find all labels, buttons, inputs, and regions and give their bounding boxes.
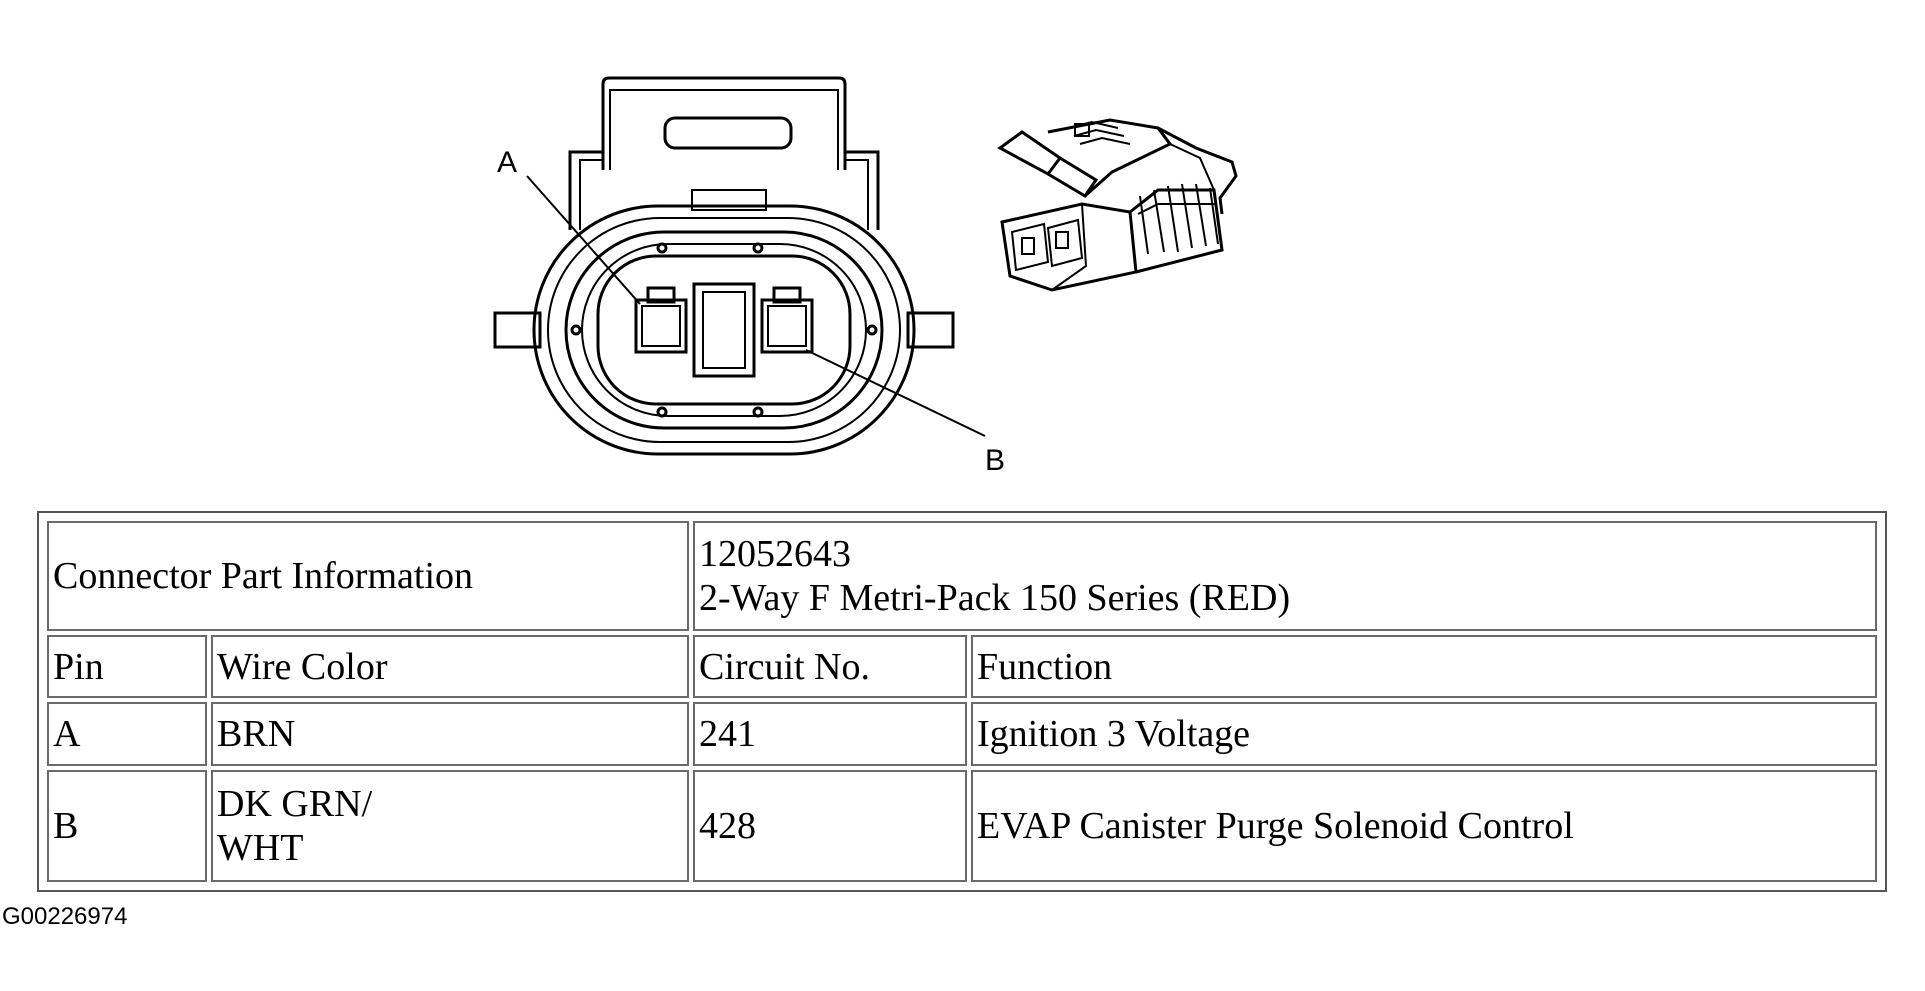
part-info-row: Connector Part Information 12052643 2-Wa…: [47, 521, 1877, 631]
connector-table-frame: Connector Part Information 12052643 2-Wa…: [37, 511, 1887, 892]
part-info-label: Connector Part Information: [47, 521, 690, 631]
wire-color-cell: BRN: [211, 702, 690, 766]
figure-id: G00226974: [2, 903, 128, 930]
connector-diagram: A B: [493, 76, 1238, 477]
header-function: Function: [971, 634, 1877, 699]
pin-callouts: A B: [497, 146, 1005, 477]
pin-cell: A: [47, 702, 207, 766]
header-circuit: Circuit No.: [693, 634, 968, 699]
part-number: 12052643: [699, 532, 852, 575]
part-description: 2-Way F Metri-Pack 150 Series (RED): [699, 576, 1291, 619]
connector-face-view: [493, 76, 986, 456]
function-cell: Ignition 3 Voltage: [971, 702, 1877, 766]
connector-part-table: Connector Part Information 12052643 2-Wa…: [43, 517, 1881, 886]
part-info-value: 12052643 2-Way F Metri-Pack 150 Series (…: [693, 521, 1877, 631]
function-cell: EVAP Canister Purge Solenoid Control: [971, 769, 1877, 882]
header-wire-color: Wire Color: [211, 634, 690, 699]
pin-b-callout: B: [985, 444, 1005, 477]
table-row: B DK GRN/ WHT 428 EVAP Canister Purge So…: [47, 769, 1877, 882]
circuit-cell: 241: [693, 702, 968, 766]
connector-isometric-view: [997, 118, 1238, 292]
circuit-cell: 428: [693, 769, 968, 882]
table-row: A BRN 241 Ignition 3 Voltage: [47, 702, 1877, 766]
pin-a-callout: A: [497, 146, 517, 179]
header-row: Pin Wire Color Circuit No. Function: [47, 634, 1877, 699]
header-pin: Pin: [47, 634, 207, 699]
wire-color-line: DK GRN/: [217, 782, 373, 825]
wire-color-cell: DK GRN/ WHT: [211, 769, 690, 882]
wire-color-line: WHT: [217, 826, 304, 869]
pin-cell: B: [47, 769, 207, 882]
